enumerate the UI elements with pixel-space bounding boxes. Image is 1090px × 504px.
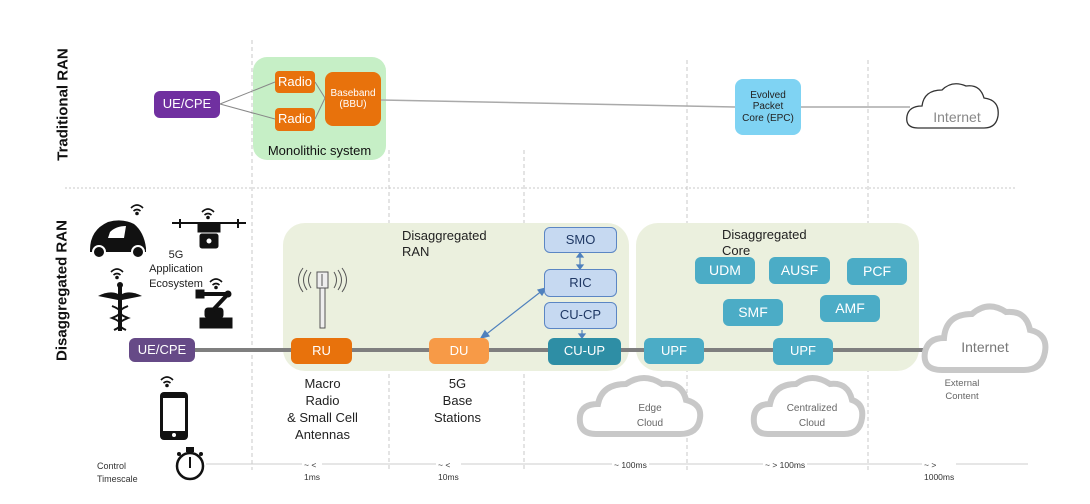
timescale-central: ~ > 100ms (763, 459, 808, 472)
disaggregated-ue-cpe-box[interactable]: UE/CPE (129, 338, 195, 362)
edge-cloud-icon (576, 375, 704, 437)
timescale-external-line1: ~ > (924, 460, 937, 470)
ru-caption: Macro Radio & Small Cell Antennas (270, 376, 375, 444)
drone-icon (172, 219, 246, 249)
wifi-icons (110, 204, 223, 388)
row-label-traditional-ran: Traditional RAN (54, 48, 72, 161)
edge-cloud-line2: Cloud (636, 417, 664, 429)
app-ecosystem-label: 5G Application Ecosystem (132, 248, 220, 291)
disaggregated-ran-area (283, 223, 629, 371)
smf-box[interactable]: SMF (723, 299, 783, 326)
radio-top-box[interactable]: Radio (275, 71, 315, 93)
core-title-line2: Core (722, 243, 751, 259)
timescale-external: ~ > 1000ms (922, 459, 957, 484)
baseband-bbu-box[interactable]: Baseband (BBU) (325, 72, 381, 126)
du-caption-line2: Base (442, 392, 473, 408)
ru-caption-line2: Radio (305, 392, 340, 408)
disaggregated-internet-label: Internet (961, 339, 1009, 355)
epc-line2: Packet (752, 101, 784, 113)
centralized-cloud-label: Centralized Cloud (770, 402, 854, 431)
wifi-icon (110, 268, 124, 280)
evolved-packet-core-box[interactable]: Evolved Packet Core (EPC) (735, 79, 801, 135)
du-caption: 5G Base Stations (415, 376, 500, 427)
central-cloud-line2: Cloud (798, 417, 826, 429)
robot-arm-icon (195, 289, 233, 329)
external-content-line1: External (944, 378, 980, 389)
timescale-du-line1: ~ < (438, 460, 451, 470)
wifi-icon (160, 376, 174, 388)
timescale-external-line2: 1000ms (924, 472, 955, 483)
ru-caption-line3: & Small Cell (287, 409, 358, 425)
bbu-label-line2: (BBU) (339, 99, 367, 110)
stopwatch-icon (175, 447, 205, 481)
wifi-icon (201, 208, 215, 220)
cu-cp-box[interactable]: CU-CP (544, 302, 617, 329)
ausf-box[interactable]: AUSF (769, 257, 830, 284)
timescale-ru-line2: 1ms (304, 472, 321, 483)
timescale-edge-line1: ~ 100ms (614, 460, 647, 470)
epc-line1: Evolved (750, 89, 786, 101)
amf-box[interactable]: AMF (820, 295, 880, 322)
edge-cloud-line1: Edge (638, 403, 662, 414)
app-ecosystem-line3: Ecosystem (149, 277, 203, 290)
app-ecosystem-line2: Application (149, 263, 203, 276)
ru-box[interactable]: RU (291, 338, 352, 364)
external-content-line2: Content (945, 391, 979, 403)
disaggregated-core-title: Disaggregated Core (722, 227, 807, 260)
row-label-disaggregated-ran: Disaggregated RAN (53, 220, 71, 361)
du-caption-line3: Stations (434, 409, 481, 425)
car-icon (90, 220, 146, 259)
disaggregated-ran-title: Disaggregated RAN (402, 228, 487, 261)
smo-box[interactable]: SMO (544, 227, 617, 253)
edge-cloud-label: Edge Cloud (610, 402, 690, 431)
traditional-internet-label: Internet (933, 109, 981, 125)
wifi-icon (130, 204, 144, 216)
bbu-label-line1: Baseband (330, 87, 376, 99)
timescale-edge: ~ 100ms (612, 459, 649, 472)
timescale-du: ~ < 10ms (436, 459, 461, 484)
timescale-ru-line1: ~ < (304, 460, 317, 470)
timescale-central-line1: ~ > 100ms (765, 460, 806, 470)
pcf-box[interactable]: PCF (847, 258, 907, 285)
timescale-label-line1: Control (97, 461, 127, 471)
core-title-line1: Disaggregated (722, 227, 807, 242)
centralized-cloud-icon (750, 375, 866, 437)
central-cloud-line1: Centralized (786, 403, 838, 414)
timescale-label-line2: Timescale (97, 474, 138, 485)
timescale-ru: ~ < 1ms (302, 459, 323, 484)
control-timescale-label: Control Timescale (97, 460, 138, 486)
external-internet-cloud-icon (921, 303, 1049, 373)
medical-caduceus-icon (98, 282, 142, 331)
upf-central-box[interactable]: UPF (773, 338, 833, 365)
ru-caption-line4: Antennas (295, 426, 350, 442)
app-ecosystem-line1: 5G (168, 249, 184, 261)
external-content-label: External Content (930, 377, 994, 404)
monolithic-system-label: Monolithic system (267, 143, 372, 158)
ran-title-line2: RAN (402, 244, 430, 260)
epc-line3: Core (EPC) (742, 112, 794, 124)
ru-caption-line1: Macro (304, 376, 341, 391)
antenna-icon (298, 267, 347, 329)
cu-up-box[interactable]: CU-UP (548, 338, 621, 365)
timescale-du-line2: 10ms (438, 472, 459, 483)
du-box[interactable]: DU (429, 338, 489, 364)
traditional-ue-cpe-box[interactable]: UE/CPE (154, 91, 220, 118)
ric-box[interactable]: RIC (544, 269, 617, 297)
radio-bottom-box[interactable]: Radio (275, 108, 315, 131)
ran-title-line1: Disaggregated (402, 228, 487, 243)
internet-cloud-icon (906, 83, 999, 129)
upf-edge-box[interactable]: UPF (644, 338, 704, 364)
udm-box[interactable]: UDM (695, 257, 755, 284)
traditional-links (219, 81, 910, 120)
du-caption-line1: 5G (448, 376, 467, 391)
wifi-icon (209, 278, 223, 290)
smartphone-icon (160, 392, 188, 440)
